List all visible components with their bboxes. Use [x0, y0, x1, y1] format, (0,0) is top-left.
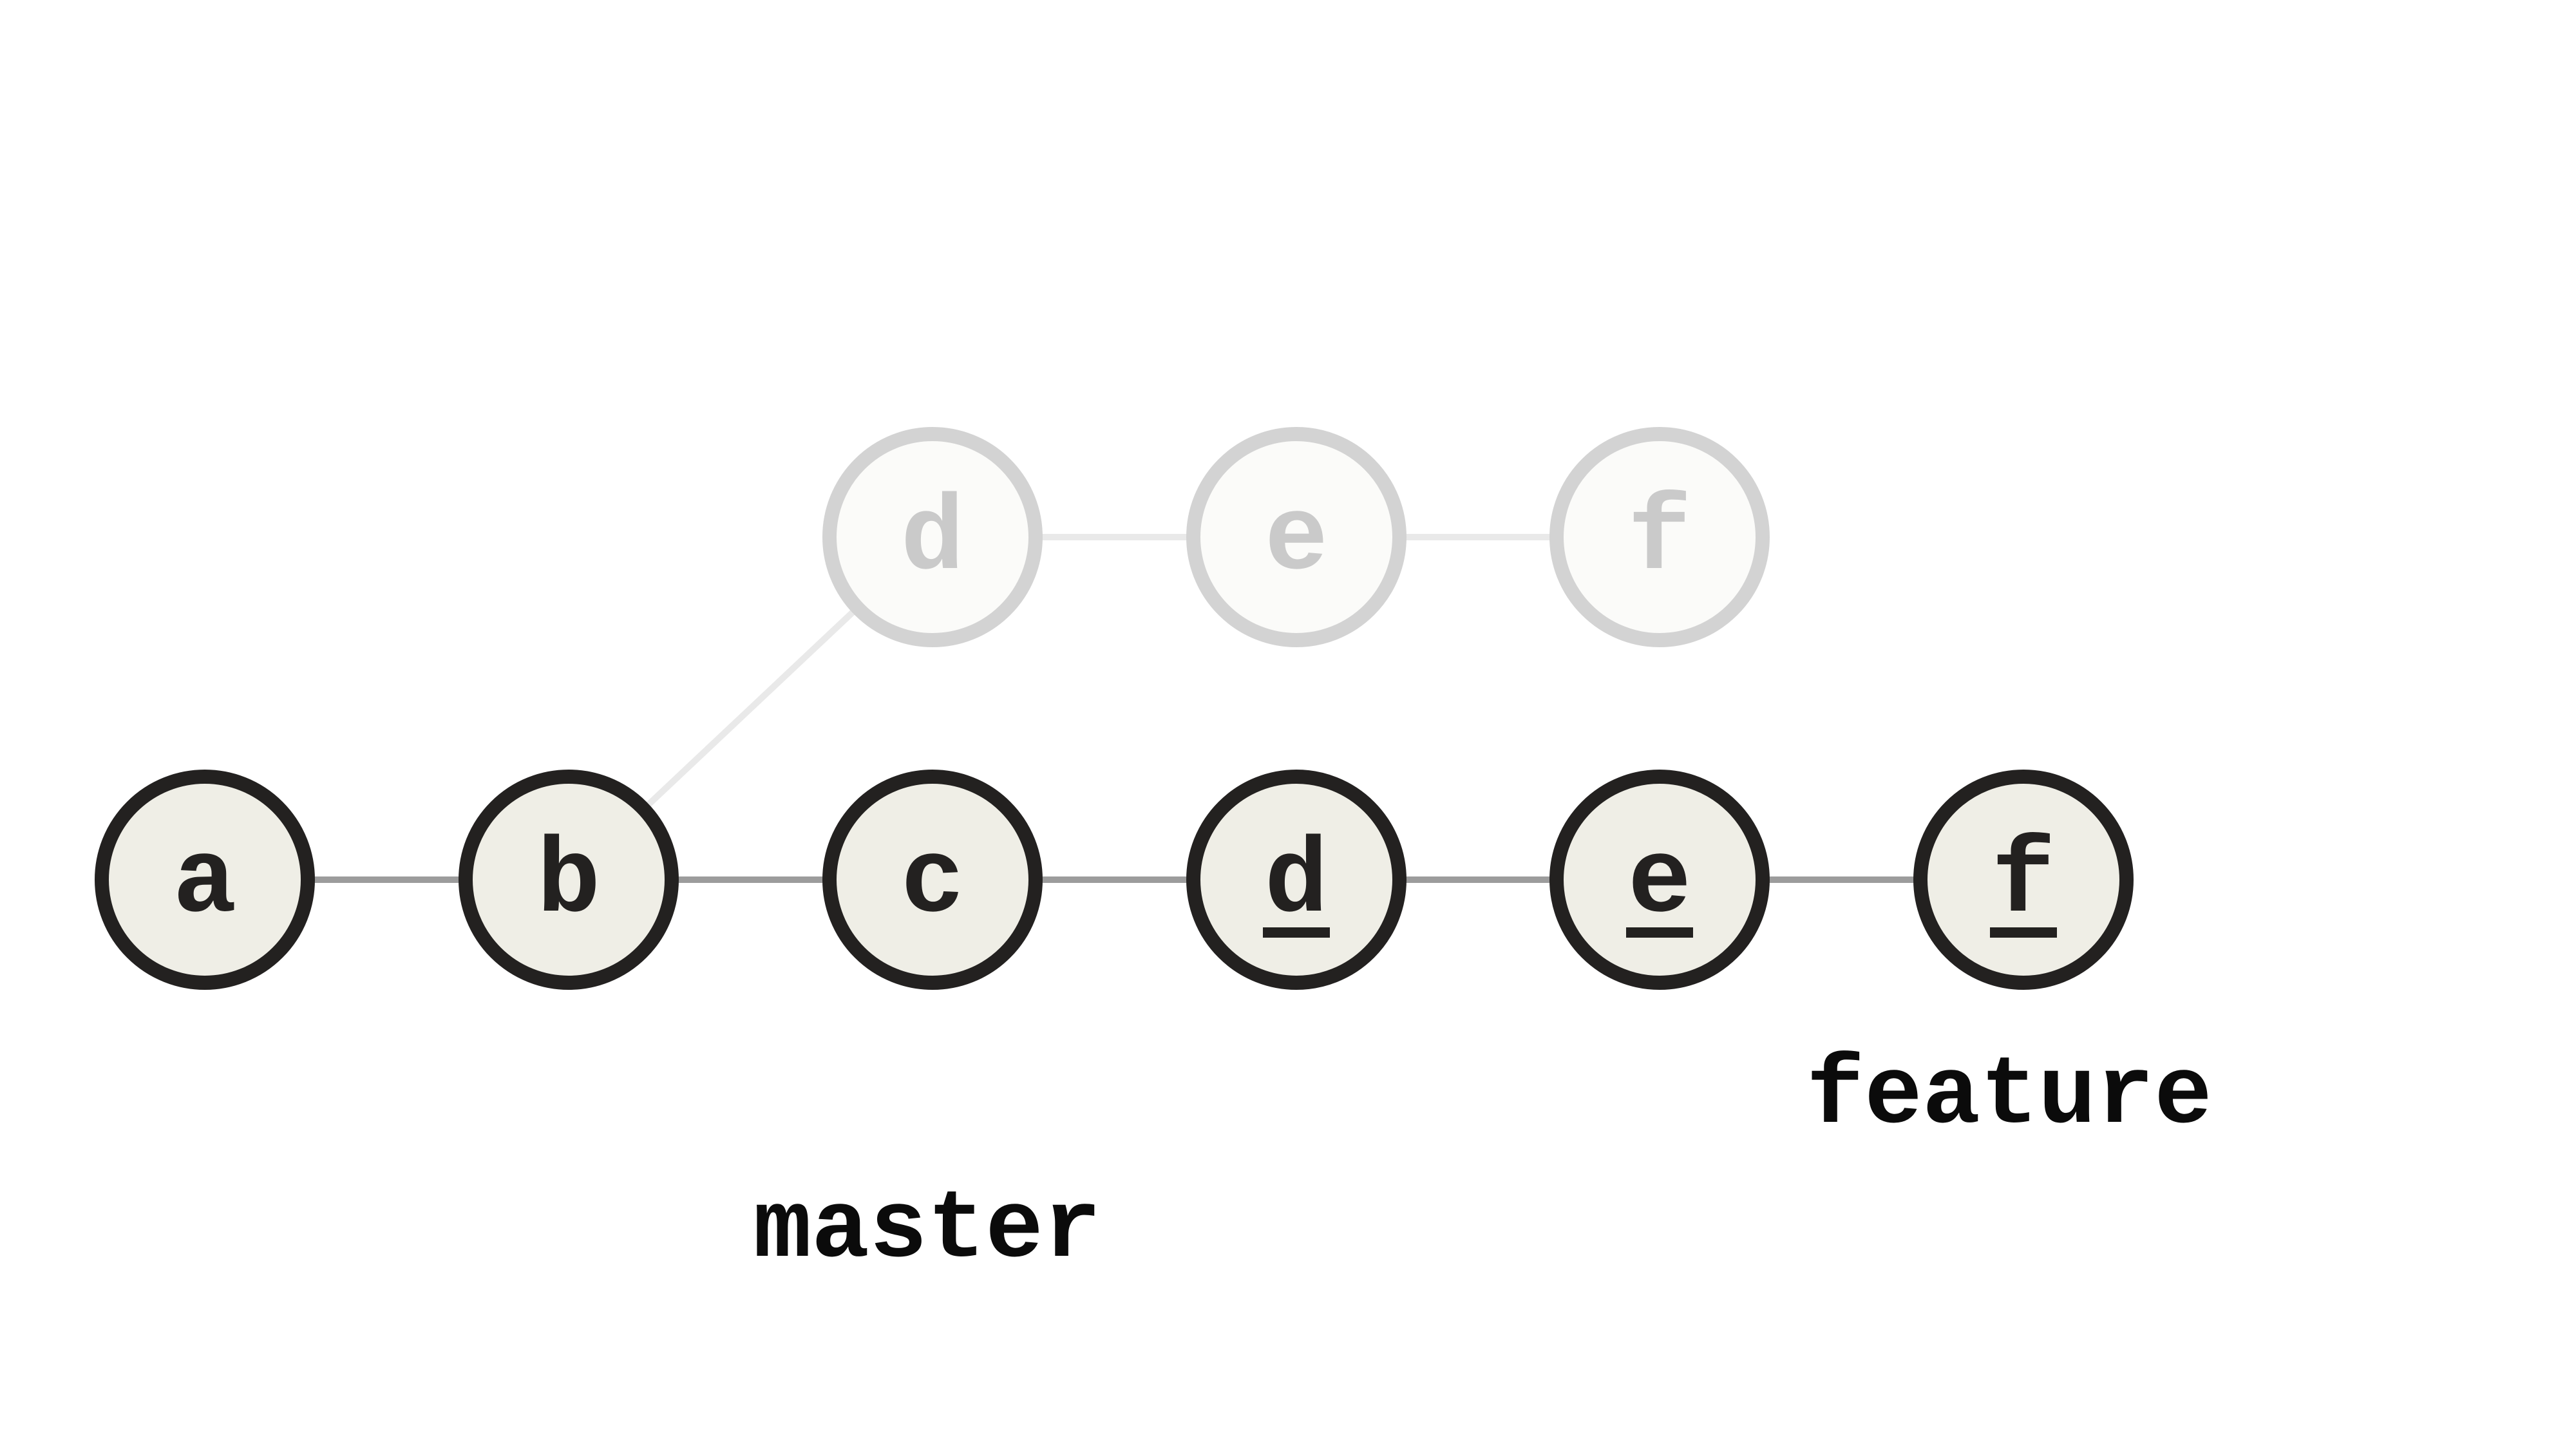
- commit-circle-e-new: [1549, 770, 1770, 990]
- commit-circle-f-new: [1913, 770, 2134, 990]
- commit-circle-b: [459, 770, 679, 990]
- commit-underline-f-new: [1990, 927, 2057, 938]
- commit-underline-d-new: [1263, 927, 1330, 938]
- commit-label-e-new: e: [1627, 822, 1691, 943]
- commit-label-b: b: [536, 822, 600, 943]
- commit-underline-e-new: [1626, 927, 1693, 938]
- commit-circle-a: [95, 770, 315, 990]
- branch-label-master: master: [753, 1176, 1101, 1285]
- commit-label-a: a: [173, 822, 236, 943]
- commit-circle-e-old: [1186, 427, 1406, 647]
- commit-label-f-new: f: [1991, 822, 2055, 943]
- commit-circle-c: [822, 770, 1043, 990]
- commit-label-c: c: [900, 822, 964, 943]
- commit-circle-d-new: [1186, 770, 1406, 990]
- commit-label-d-new: d: [1264, 822, 1328, 943]
- commit-circle-f-old: [1549, 427, 1770, 647]
- branch-label-feature: feature: [1806, 1042, 2212, 1151]
- commit-label-e-old: e: [1264, 480, 1328, 600]
- commit-label-d-old: d: [900, 480, 964, 600]
- commit-label-f-old: f: [1627, 480, 1691, 600]
- commit-circle-d-old: [822, 427, 1043, 647]
